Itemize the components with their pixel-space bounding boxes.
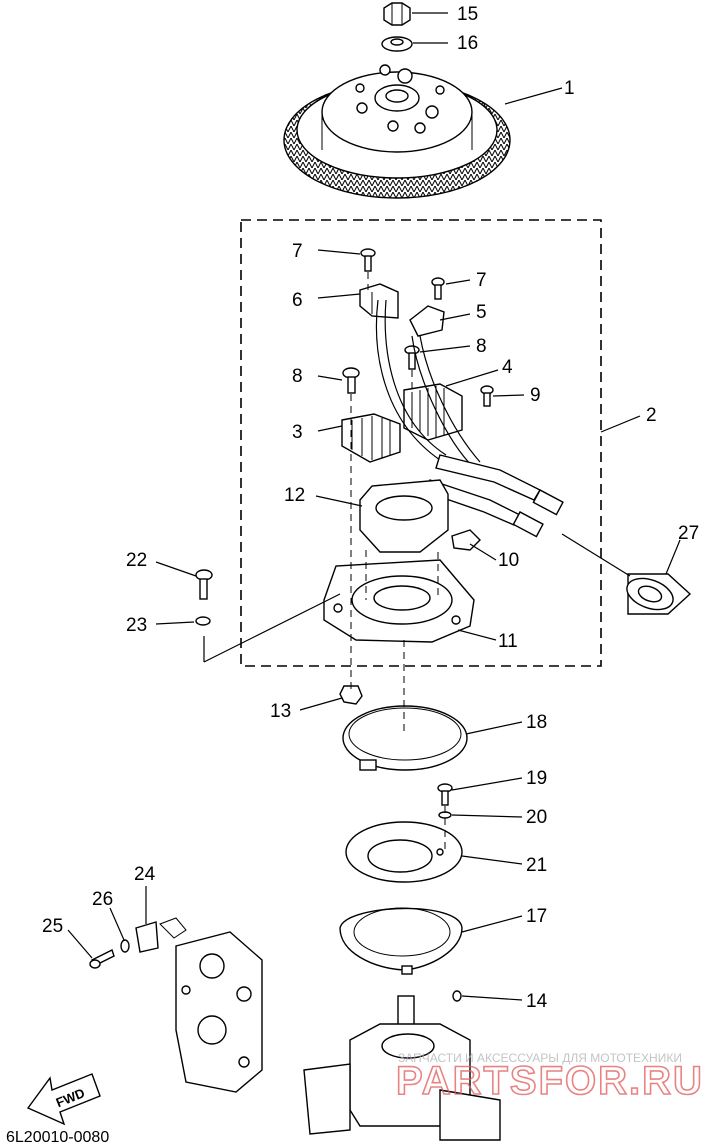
callout-9: 9 bbox=[530, 385, 541, 406]
pin-14 bbox=[452, 990, 462, 1002]
screw-8-right bbox=[404, 345, 420, 370]
callout-27: 27 bbox=[678, 523, 699, 544]
boot-cap-27 bbox=[626, 573, 692, 615]
callout-16: 16 bbox=[457, 33, 478, 54]
lighting-coil-12 bbox=[359, 479, 449, 553]
callout-8-right: 8 bbox=[476, 336, 487, 357]
watermark-caption: ЗАПЧАСТИ И АКСЕССУАРЫ ДЛЯ МОТОТЕХНИКИ bbox=[398, 1051, 682, 1065]
screw-22 bbox=[195, 569, 213, 600]
callout-7-upper: 7 bbox=[292, 241, 303, 262]
screw-7-right bbox=[431, 277, 445, 300]
callout-7-right: 7 bbox=[476, 270, 487, 291]
clamp-6 bbox=[359, 283, 399, 319]
plate-21 bbox=[345, 821, 463, 883]
callout-18: 18 bbox=[526, 712, 547, 733]
stator-assembly-outline bbox=[240, 219, 602, 667]
flywheel-nut bbox=[383, 2, 411, 26]
washer-26 bbox=[120, 939, 130, 953]
callout-17: 17 bbox=[526, 906, 547, 927]
callout-23: 23 bbox=[126, 615, 147, 636]
screw-8-left bbox=[342, 367, 360, 394]
callout-10: 10 bbox=[498, 550, 519, 571]
stator-base-11 bbox=[323, 559, 475, 643]
clip-10 bbox=[451, 529, 481, 551]
callout-24: 24 bbox=[134, 864, 156, 885]
watermark-brand: PARTSFOR.RU bbox=[396, 1059, 704, 1103]
bracket-24 bbox=[135, 921, 159, 953]
powerhead-base bbox=[303, 995, 501, 1141]
flywheel-washer bbox=[381, 36, 413, 52]
callout-4: 4 bbox=[502, 357, 513, 378]
callout-19: 19 bbox=[526, 768, 547, 789]
wire-harness bbox=[375, 299, 564, 538]
callout-1: 1 bbox=[564, 78, 575, 99]
callout-6: 6 bbox=[292, 290, 303, 311]
callout-11: 11 bbox=[498, 631, 518, 652]
callout-25: 25 bbox=[42, 916, 63, 937]
callout-20: 20 bbox=[526, 807, 547, 828]
callout-13: 13 bbox=[270, 701, 291, 722]
callout-8-left: 8 bbox=[292, 366, 303, 387]
screw-7-upper bbox=[360, 248, 376, 272]
diagram-code: 6L20010-0080 bbox=[6, 1129, 109, 1144]
clamp-5 bbox=[409, 305, 445, 337]
nut-13 bbox=[339, 685, 363, 705]
screw-19 bbox=[437, 783, 453, 806]
charge-coil-4 bbox=[403, 383, 463, 441]
screw-9 bbox=[480, 385, 494, 407]
band-18 bbox=[342, 705, 468, 771]
washer-23 bbox=[195, 616, 211, 626]
flywheel-magneto bbox=[283, 64, 511, 199]
gasket-17 bbox=[339, 907, 463, 975]
callout-3: 3 bbox=[292, 422, 303, 443]
callout-5: 5 bbox=[476, 302, 487, 323]
callout-21: 21 bbox=[526, 855, 547, 876]
callout-labels: 15 16 1 7 7 6 5 8 8 4 9 3 2 12 27 10 22 … bbox=[42, 4, 699, 1012]
alignment-guides bbox=[350, 272, 446, 850]
callout-15: 15 bbox=[457, 4, 478, 25]
callout-26: 26 bbox=[92, 889, 113, 910]
watermark: ЗАПЧАСТИ И АКСЕССУАРЫ ДЛЯ МОТОТЕХНИКИ PA… bbox=[395, 1051, 704, 1104]
fwd-arrow-icon: FWD bbox=[26, 1073, 101, 1126]
callout-12: 12 bbox=[284, 485, 305, 506]
leader-lines bbox=[67, 12, 681, 1001]
callout-14: 14 bbox=[526, 991, 548, 1012]
callout-2: 2 bbox=[646, 405, 657, 426]
cylinder-cover bbox=[159, 917, 263, 1093]
pulser-coil-3 bbox=[341, 413, 401, 463]
screw-25 bbox=[89, 949, 115, 969]
callout-22: 22 bbox=[126, 550, 147, 571]
